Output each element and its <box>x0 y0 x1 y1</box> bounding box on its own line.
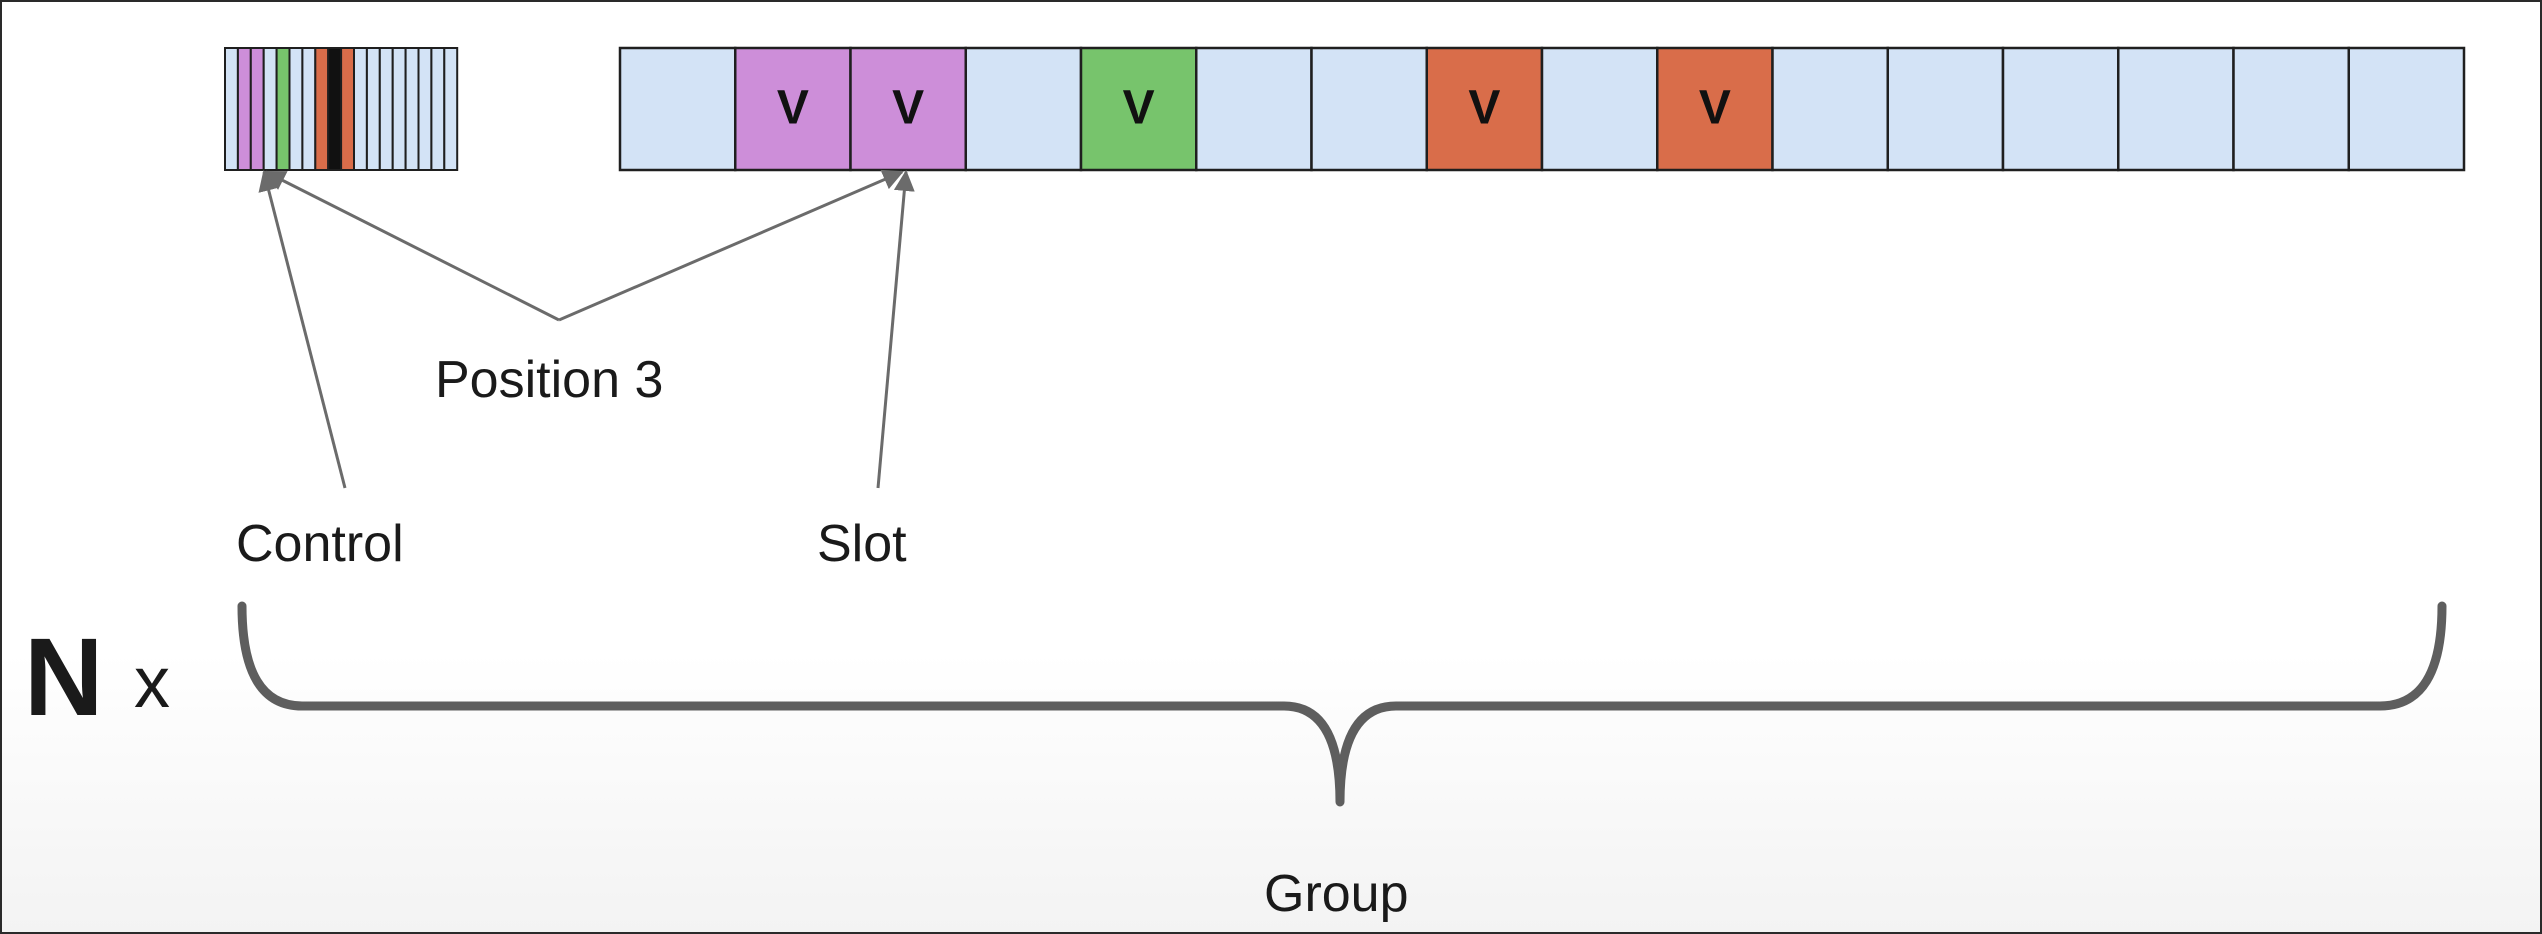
slot-cell-empty <box>1310 46 1428 172</box>
slot-value-mark: V <box>1123 82 1155 135</box>
control-byte-empty <box>365 47 381 171</box>
arrow-slot-label-to-slot <box>876 169 915 489</box>
slot-value-mark: V <box>892 82 924 135</box>
slot-cell-empty <box>618 46 737 172</box>
n-label: N <box>24 616 104 739</box>
arrow-control-label-to-control <box>258 169 347 489</box>
control-bytes-array <box>224 47 459 171</box>
position-label: Position 3 <box>435 351 664 409</box>
control-byte-orange <box>314 47 330 171</box>
slot-value-mark: V <box>777 82 809 135</box>
control-byte-empty <box>301 47 317 171</box>
control-byte-empty <box>262 47 278 171</box>
group-brace <box>237 601 2447 807</box>
slot-cell-empty <box>964 46 1083 172</box>
control-byte-purple <box>236 47 252 171</box>
slot-cell-orange <box>1656 46 1774 172</box>
control-byte-green <box>275 47 291 171</box>
slot-cell-empty <box>2001 46 2120 172</box>
slot-value-mark: V <box>1699 82 1731 135</box>
control-byte-orange <box>340 47 356 171</box>
control-byte-empty <box>404 47 420 171</box>
slot-cell-empty <box>2117 46 2235 172</box>
control-byte-purple <box>249 47 265 171</box>
slot-value-mark: V <box>1468 82 1500 135</box>
slot-cell-green <box>1079 46 1198 172</box>
group-label: Group <box>1264 865 1409 923</box>
arrow-position-to-control <box>264 170 560 322</box>
control-byte-empty <box>224 47 239 171</box>
arrow-position-to-slot <box>558 169 904 322</box>
slot-cell-empty <box>1771 46 1889 172</box>
control-byte-empty <box>378 47 394 171</box>
arrows <box>258 169 915 489</box>
slot-cell-empty <box>1886 46 2005 172</box>
control-byte-empty <box>391 47 407 171</box>
slot-label: Slot <box>817 515 907 573</box>
control-label: Control <box>236 515 404 573</box>
control-byte-empty <box>430 47 446 171</box>
slot-cell-empty <box>2347 46 2466 172</box>
control-byte-empty <box>353 47 368 171</box>
slot-cell-empty <box>1540 46 1659 172</box>
slot-cell-purple <box>849 46 967 172</box>
times-label: x <box>134 643 170 723</box>
slot-cell-purple <box>734 46 852 172</box>
slot-cell-empty <box>1195 46 1313 172</box>
control-byte-empty <box>288 47 304 171</box>
control-byte-empty <box>443 47 459 171</box>
control-byte-empty <box>417 47 433 171</box>
control-byte-black <box>327 47 343 171</box>
slot-cell-empty <box>2232 46 2350 172</box>
